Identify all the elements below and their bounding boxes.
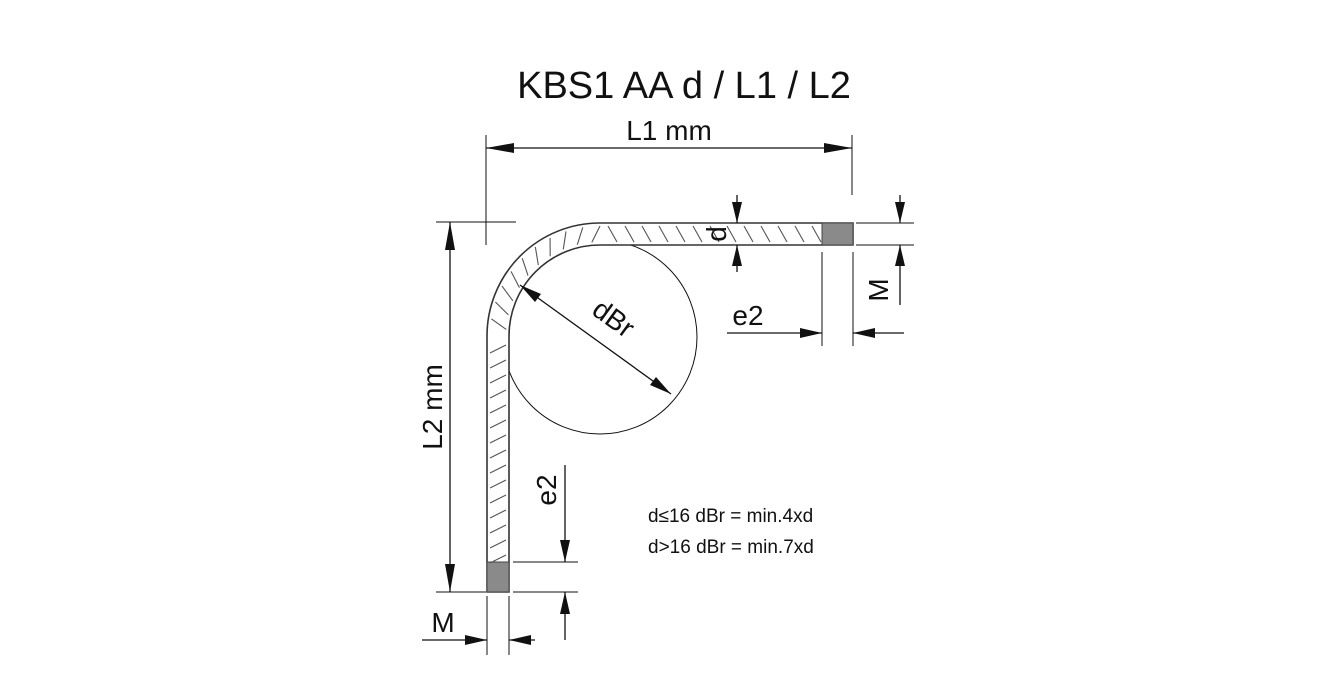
rebar-rib bbox=[489, 434, 507, 444]
rebar-rib bbox=[709, 225, 720, 243]
dimension-L1 bbox=[485, 135, 853, 245]
rebar-rib bbox=[521, 258, 529, 276]
label-e2-vertical: e2 bbox=[531, 474, 562, 505]
label-L1: L1 mm bbox=[626, 115, 712, 146]
label-e2-horizontal: e2 bbox=[732, 300, 763, 331]
rebar-rib bbox=[726, 225, 737, 243]
rebar-rib bbox=[675, 225, 686, 243]
label-dBr: dBr bbox=[587, 293, 640, 344]
rebar-rib bbox=[489, 419, 507, 429]
rebar-rib bbox=[794, 225, 805, 243]
rebar-rib bbox=[489, 449, 507, 459]
rebar-rib bbox=[777, 225, 788, 243]
rebar-rib bbox=[591, 225, 601, 243]
rebar-ribs bbox=[489, 225, 822, 564]
rebar-rib bbox=[489, 524, 507, 534]
rebar-rib bbox=[489, 344, 507, 354]
rebar-rib bbox=[489, 509, 507, 519]
dimension-M-bottom bbox=[422, 596, 535, 655]
dimension-dBr bbox=[519, 284, 672, 395]
dimension-L2 bbox=[436, 221, 516, 593]
rebar-rib bbox=[489, 554, 507, 564]
label-L2: L2 mm bbox=[417, 364, 448, 450]
rebar-rib bbox=[489, 404, 507, 414]
rebar-rib bbox=[494, 301, 509, 316]
rebar-rib bbox=[489, 494, 507, 504]
label-M-right: M bbox=[863, 278, 894, 301]
label-d: d bbox=[701, 226, 732, 242]
rebar-rib bbox=[489, 389, 507, 399]
rebar-rib bbox=[692, 225, 703, 243]
rebar-rib bbox=[489, 539, 507, 549]
rebar-rib bbox=[624, 225, 635, 243]
dimension-e2-horizontal bbox=[727, 252, 904, 346]
rebar-shape bbox=[486, 222, 854, 593]
note-small-diameter: d≤16 dBr = min.4xd bbox=[648, 506, 813, 527]
rebar-rib bbox=[760, 225, 771, 243]
rebar-rib bbox=[576, 227, 584, 245]
rebar-end-section-right bbox=[821, 222, 854, 246]
rebar-rib bbox=[489, 374, 507, 384]
rebar-rib bbox=[534, 246, 539, 266]
dimension-e2-vertical bbox=[513, 465, 578, 640]
rebar-rib bbox=[658, 225, 669, 243]
dimension-d bbox=[732, 195, 742, 272]
rebar-rib bbox=[489, 479, 507, 489]
rebar-rib bbox=[489, 464, 507, 474]
rebar-end-section-bottom bbox=[486, 561, 510, 593]
rebar-rib bbox=[743, 225, 754, 243]
rebar-rib bbox=[562, 231, 567, 250]
rebar-rib bbox=[510, 271, 520, 288]
rebar-rib bbox=[641, 225, 652, 243]
note-large-diameter: d>16 dBr = min.7xd bbox=[648, 537, 814, 558]
rebar-rib bbox=[491, 318, 507, 330]
label-M-bottom: M bbox=[431, 607, 454, 638]
rebar-rib bbox=[811, 225, 822, 243]
rebar-rib bbox=[489, 359, 507, 369]
rebar-rib bbox=[501, 285, 514, 302]
dimension-M-right bbox=[856, 195, 914, 305]
rebar-rib bbox=[607, 225, 618, 243]
drawing-title: KBS1 AA d / L1 / L2 bbox=[517, 65, 851, 107]
